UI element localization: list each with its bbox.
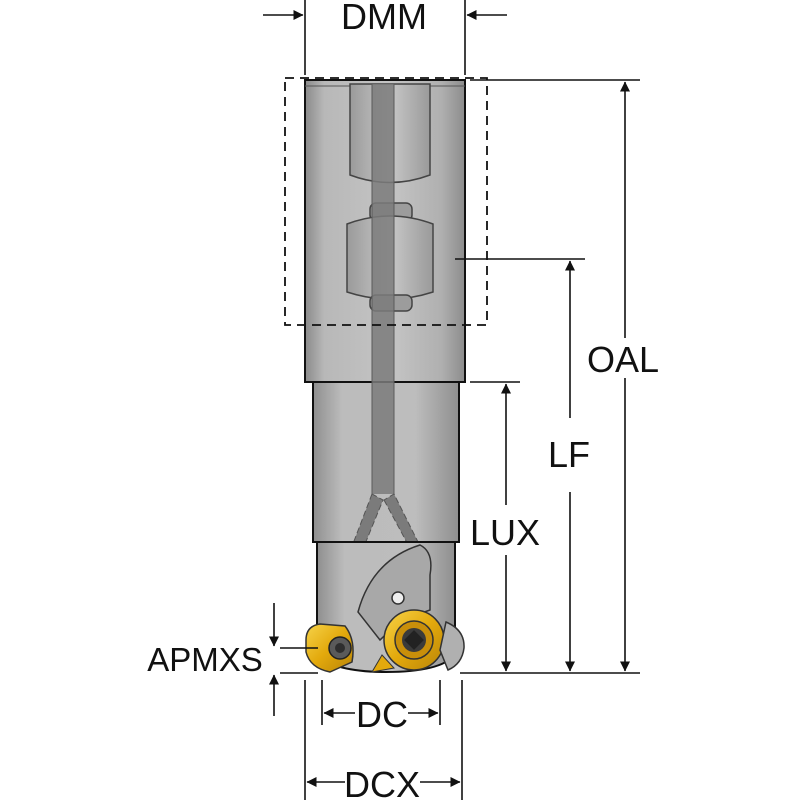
insert-right [439,620,465,671]
label-dc: DC [356,694,408,735]
label-lf: LF [548,434,590,475]
insert-center [371,609,445,673]
label-oal: OAL [587,339,659,380]
dimension-lines [263,0,640,800]
insert-left [305,623,354,673]
label-dcx: DCX [344,764,420,800]
label-dmm: DMM [341,0,427,37]
label-lux: LUX [470,512,540,553]
label-apmxs: APMXS [147,641,263,678]
tool-body [304,79,466,674]
dimension-labels: DMM OAL LF LUX APMXS DC DCX [147,0,659,800]
